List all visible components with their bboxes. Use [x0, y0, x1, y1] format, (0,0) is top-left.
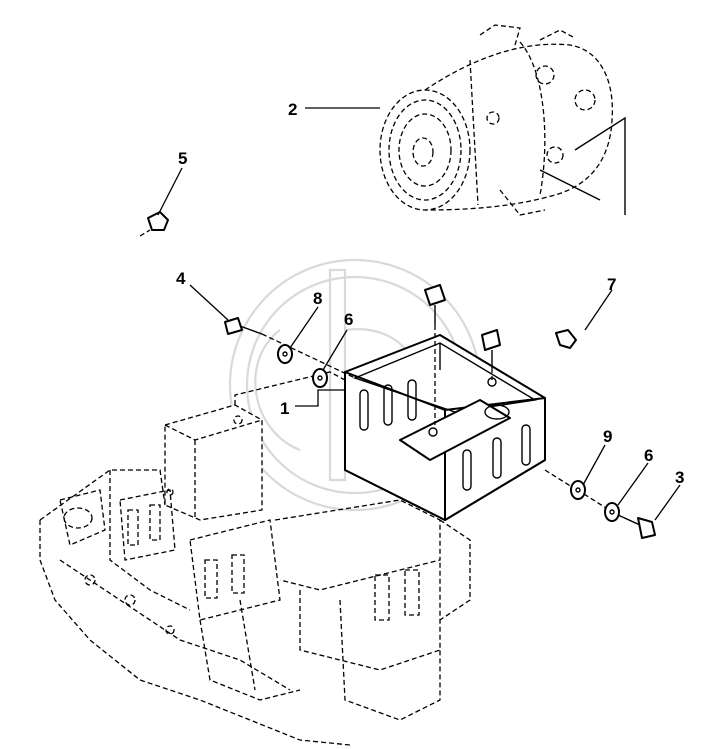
compressor [379, 24, 626, 216]
upper-bolt-right [481, 329, 501, 380]
callout-1: 1 [280, 399, 289, 418]
callout-6-left: 6 [344, 310, 353, 329]
callout-9: 9 [603, 427, 612, 446]
upper-bolt-left [424, 284, 446, 425]
callout-3: 3 [675, 468, 684, 487]
callout-4: 4 [176, 269, 186, 288]
mounting-bracket [344, 334, 546, 521]
washer-6-left [312, 368, 328, 388]
callout-6-right: 6 [644, 446, 653, 465]
nut-5 [139, 211, 169, 237]
bolt-3 [617, 514, 656, 539]
engine-block [39, 371, 471, 746]
callout-labels: 1 2 3 4 5 6 6 7 8 9 [176, 100, 684, 487]
washer-9 [544, 469, 586, 500]
nut-7 [555, 329, 577, 349]
callout-5: 5 [178, 149, 187, 168]
callout-2: 2 [288, 100, 297, 119]
callout-8: 8 [313, 289, 322, 308]
washer-8 [277, 344, 293, 364]
bolt-4 [224, 317, 356, 379]
callout-7: 7 [607, 275, 616, 294]
leader-lines [157, 107, 681, 521]
washer-6-right [583, 493, 620, 522]
